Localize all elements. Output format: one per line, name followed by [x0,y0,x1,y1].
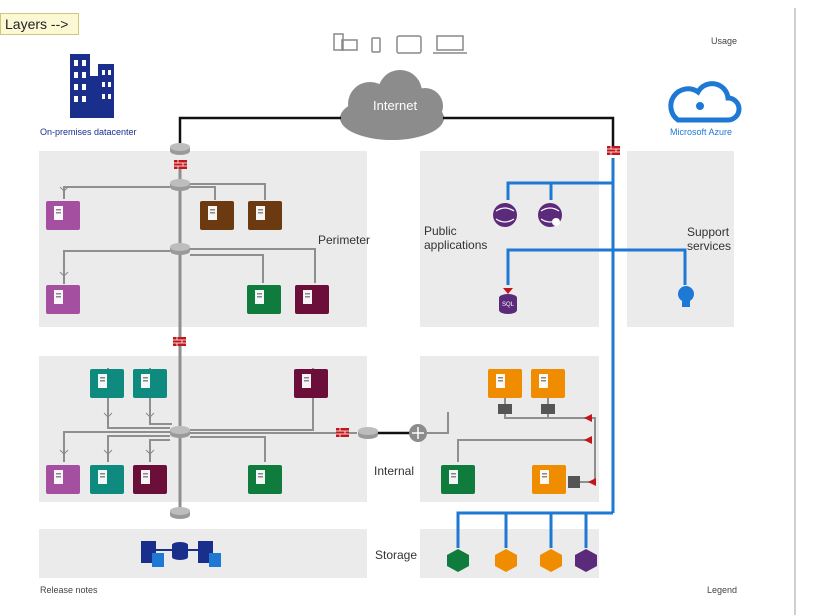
storage-blob-icon [447,549,469,572]
vm-nic-icon [568,476,580,488]
monitoring-server-icon [294,369,328,398]
svg-text:SQL: SQL [502,302,515,308]
switch-icon [170,426,190,438]
usage-link[interactable]: Usage [711,36,738,46]
vm-ad-icon [441,465,475,494]
vm-nic-icon [541,404,555,414]
phone-icon [371,37,381,53]
vm-nic-icon [498,404,512,414]
storage-label: Storage [375,548,418,562]
sql-database-icon: SQL [499,288,517,314]
web-server-icon [90,369,124,398]
dns-server-icon [248,201,282,230]
perimeter-label: Perimeter [318,233,371,247]
router-icon [358,427,378,439]
storage-table-icon [575,549,597,572]
public-applications-label-2: applications [424,238,488,252]
gateway-icon [409,424,427,442]
legend-link[interactable]: Legend [707,585,738,595]
desktop-icon [333,33,358,51]
internet-label: Internet [373,98,417,113]
firewall-icon [606,145,621,156]
db-server-icon [46,465,80,494]
switch-icon [170,507,190,519]
storage-array-icon [141,541,221,567]
db-server-icon [133,465,167,494]
vm-web-icon [488,369,522,398]
internal-label: Internal [374,464,415,478]
layers-button[interactable]: Layers --> [0,13,79,35]
public-applications-label-1: Public [424,224,457,238]
proxy-server-icon [46,285,80,314]
azure-label: Microsoft Azure [670,127,733,137]
api-app-icon [538,203,562,227]
datacenter-building-icon [70,54,114,118]
firewall-icon [335,427,350,438]
switch-icon [170,179,190,191]
db-server-icon [90,465,124,494]
vm-app-icon [531,369,565,398]
tablet-icon [396,35,422,54]
storage-queue-icon [540,549,562,572]
monitoring-server-icon [295,285,329,314]
web-app-icon [493,203,517,227]
ad-server-icon [248,465,282,494]
web-server-icon [46,201,80,230]
support-services-label-1: Support [687,225,730,239]
firewall-icon [172,336,187,347]
adfs-proxy-icon [247,285,281,314]
router-icon [170,143,190,155]
release-notes-link[interactable]: Release notes [40,585,98,595]
support-services-label-2: services [687,239,732,253]
switch-icon [170,243,190,255]
page-divider [794,8,796,615]
laptop-icon [433,35,467,54]
dns-server-icon [200,201,234,230]
app-server-icon [133,369,167,398]
storage-file-icon [495,549,517,572]
internet-cloud-icon: Internet [340,70,444,140]
azure-cloud-icon [668,81,742,123]
vm-db-icon [532,465,566,494]
lightbulb-icon [678,286,694,307]
onprem-label: On-premises datacenter [40,127,137,137]
firewall-icon [173,159,188,170]
